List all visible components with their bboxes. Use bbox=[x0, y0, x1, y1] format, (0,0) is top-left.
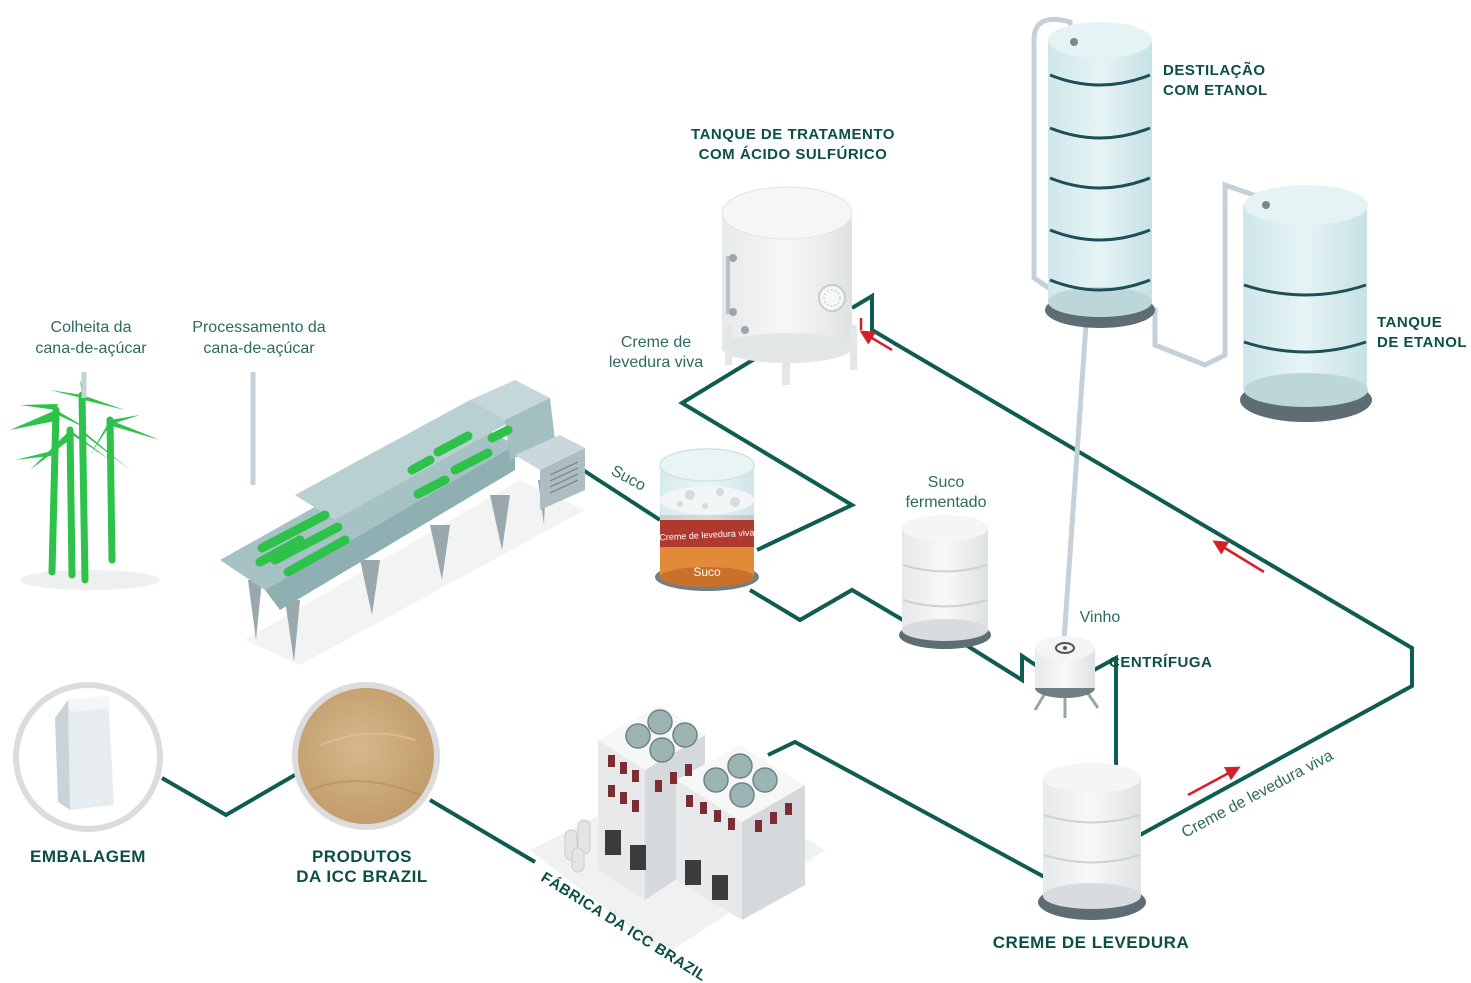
distillation-label-line1: DESTILAÇÃO bbox=[1163, 61, 1266, 79]
pipes bbox=[160, 292, 1414, 882]
packaging-bag bbox=[13, 682, 163, 832]
packaging-label: EMBALAGEM bbox=[30, 847, 146, 866]
treatment-tank-label-line2: COM ÁCIDO SULFÚRICO bbox=[699, 145, 888, 163]
factory-building bbox=[530, 705, 825, 955]
processing-label-line2: cana-de-açúcar bbox=[203, 340, 315, 357]
harvest-label-line1: Colheita da bbox=[51, 319, 132, 336]
live-yeast-cream-left-line2: levedura viva bbox=[609, 354, 703, 371]
fermenter-tank: Creme de levedura viva Suco bbox=[655, 448, 759, 591]
fermented-juice-tank bbox=[899, 515, 991, 649]
yeast-cream-tank bbox=[1038, 763, 1146, 920]
fermenter-band-top-label: Creme de levedura viva bbox=[659, 528, 754, 543]
yeast-cream-label: CREME DE LEVEDURA bbox=[993, 933, 1189, 952]
sugarcane-plant bbox=[10, 372, 160, 590]
distillation-column bbox=[1045, 22, 1155, 328]
processing-machine bbox=[220, 372, 585, 665]
fermented-juice-label-line1: Suco bbox=[928, 474, 965, 491]
products-label-line1: PRODUTOS bbox=[312, 847, 412, 866]
live-yeast-cream-left-line1: Creme de bbox=[621, 334, 691, 351]
wine-label: Vinho bbox=[1080, 609, 1121, 626]
distillation-label-line2: COM ETANOL bbox=[1163, 82, 1268, 99]
ethanol-tank-label-line2: DE ETANOL bbox=[1377, 334, 1467, 351]
flow-arrows bbox=[859, 318, 1265, 797]
product-powder bbox=[292, 682, 440, 830]
treatment-tank-label-line1: TANQUE DE TRATAMENTO bbox=[691, 126, 895, 143]
live-yeast-cream-right-label: Creme de levedura viva bbox=[1179, 747, 1336, 841]
fermented-juice-label-line2: fermentado bbox=[906, 494, 987, 511]
centrifuge-label: CENTRÍFUGA bbox=[1109, 654, 1212, 671]
centrifuge bbox=[1033, 636, 1100, 718]
harvest-label-line2: cana-de-açúcar bbox=[35, 340, 147, 357]
products-label-line2: DA ICC BRAZIL bbox=[296, 867, 427, 886]
fermenter-band-bottom-label: Suco bbox=[693, 565, 721, 579]
treatment-tank bbox=[721, 186, 857, 385]
ethanol-tank-label-line1: TANQUE bbox=[1377, 314, 1442, 331]
processing-label-line1: Processamento da bbox=[192, 319, 326, 336]
ethanol-tank bbox=[1240, 185, 1372, 422]
